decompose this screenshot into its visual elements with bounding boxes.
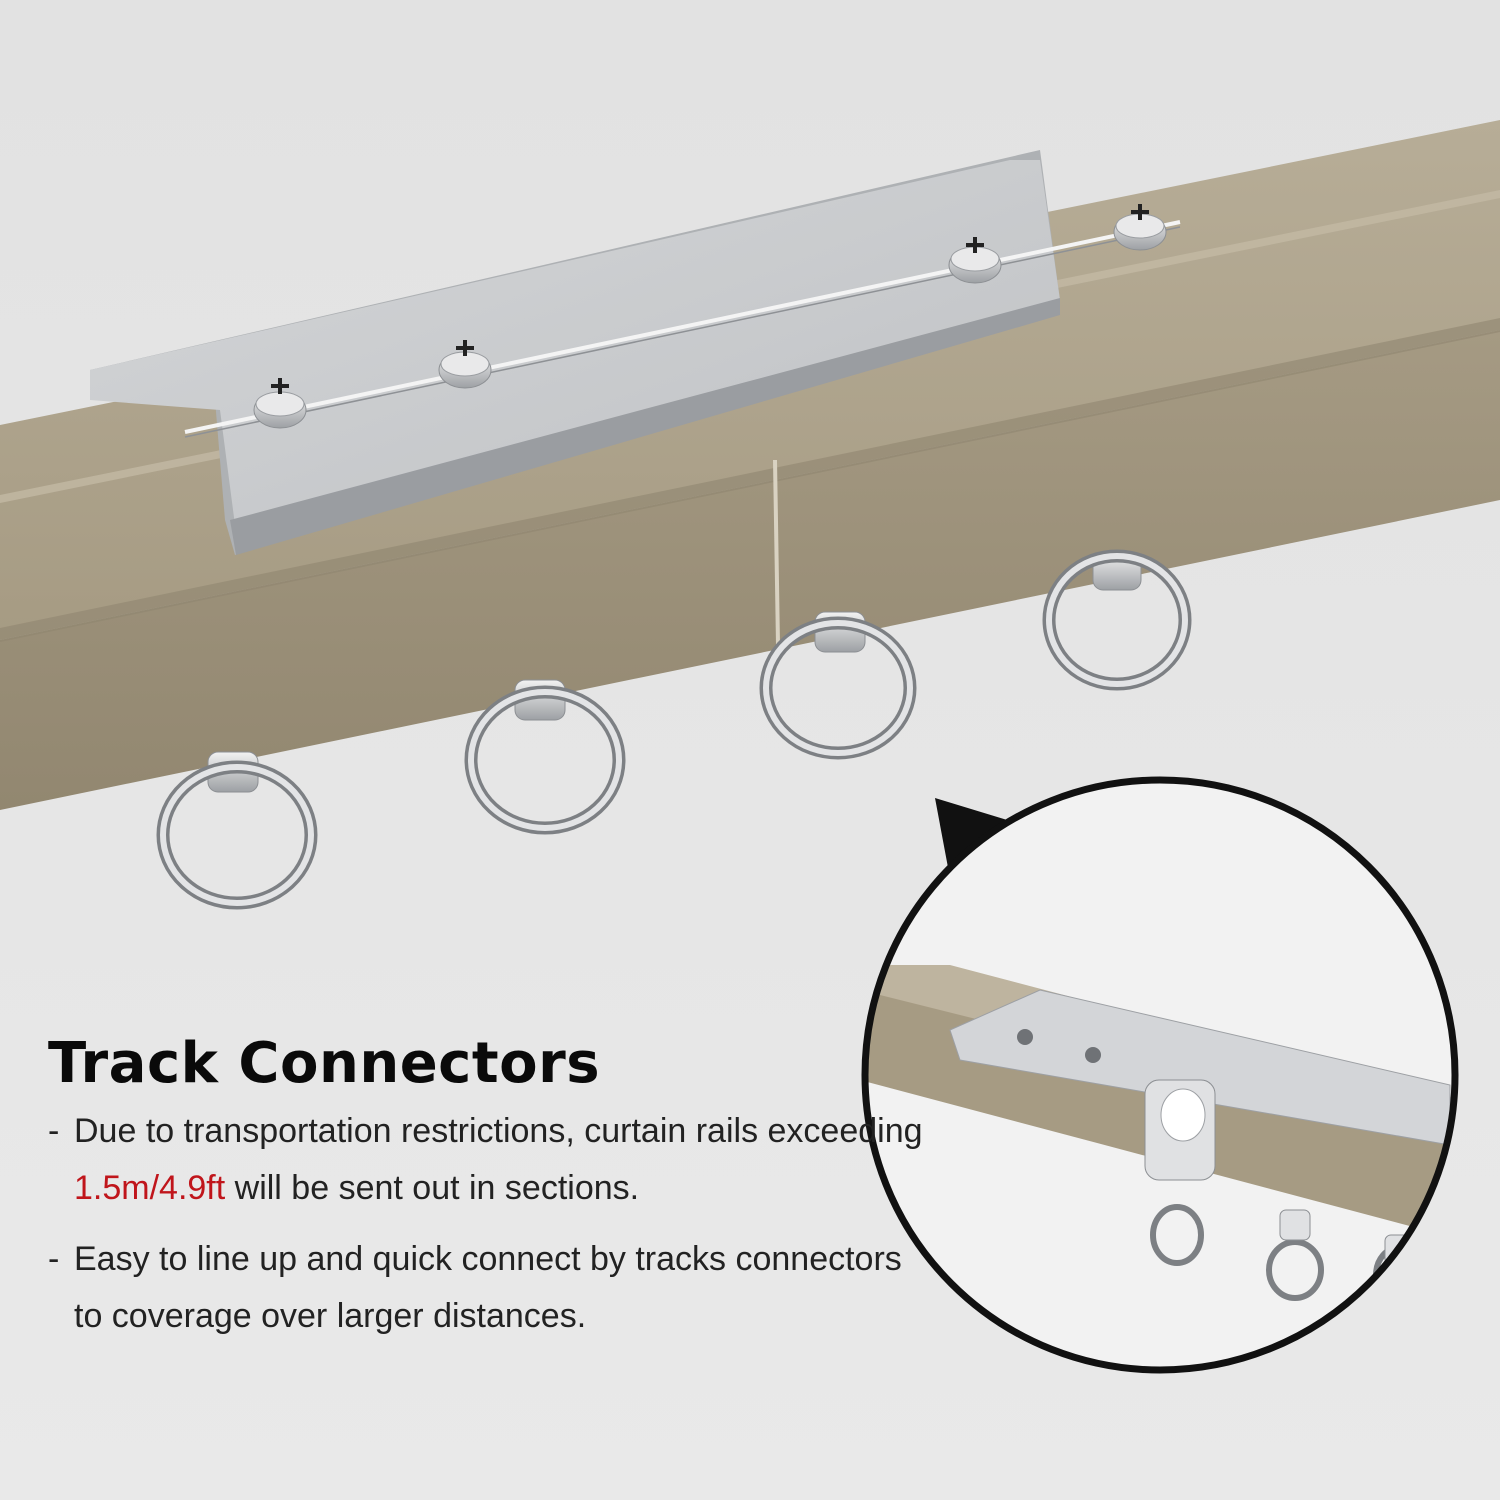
ring xyxy=(464,679,626,835)
bullet-text: Due to transportation restrictions, curt… xyxy=(74,1112,923,1151)
track-connector-plate xyxy=(90,150,1181,555)
description-block: Track Connectors -Due to transportation … xyxy=(48,1030,928,1345)
bullet-easy-connect: -Easy to line up and quick connect by tr… xyxy=(48,1231,928,1345)
ring xyxy=(759,611,917,760)
screw xyxy=(948,237,1002,284)
detail-inset xyxy=(861,776,1459,1374)
bullet-dash: - xyxy=(48,1112,60,1151)
length-highlight: 1.5m/4.9ft xyxy=(74,1169,226,1208)
bullet-shipping-note: -Due to transportation restrictions, cur… xyxy=(48,1103,928,1217)
screw xyxy=(253,378,307,429)
screw xyxy=(438,340,492,389)
screws xyxy=(253,204,1167,429)
bullet-dash: - xyxy=(48,1240,60,1279)
ring xyxy=(156,751,318,910)
curtain-rings xyxy=(156,549,1192,910)
ring xyxy=(1042,549,1192,691)
title-heading: Track Connectors xyxy=(48,1031,601,1096)
screw xyxy=(1113,204,1167,251)
bullet-text-tail: will be sent out in sections. xyxy=(225,1169,640,1208)
bullet-text: Easy to line up and quick connect by tra… xyxy=(74,1240,902,1336)
